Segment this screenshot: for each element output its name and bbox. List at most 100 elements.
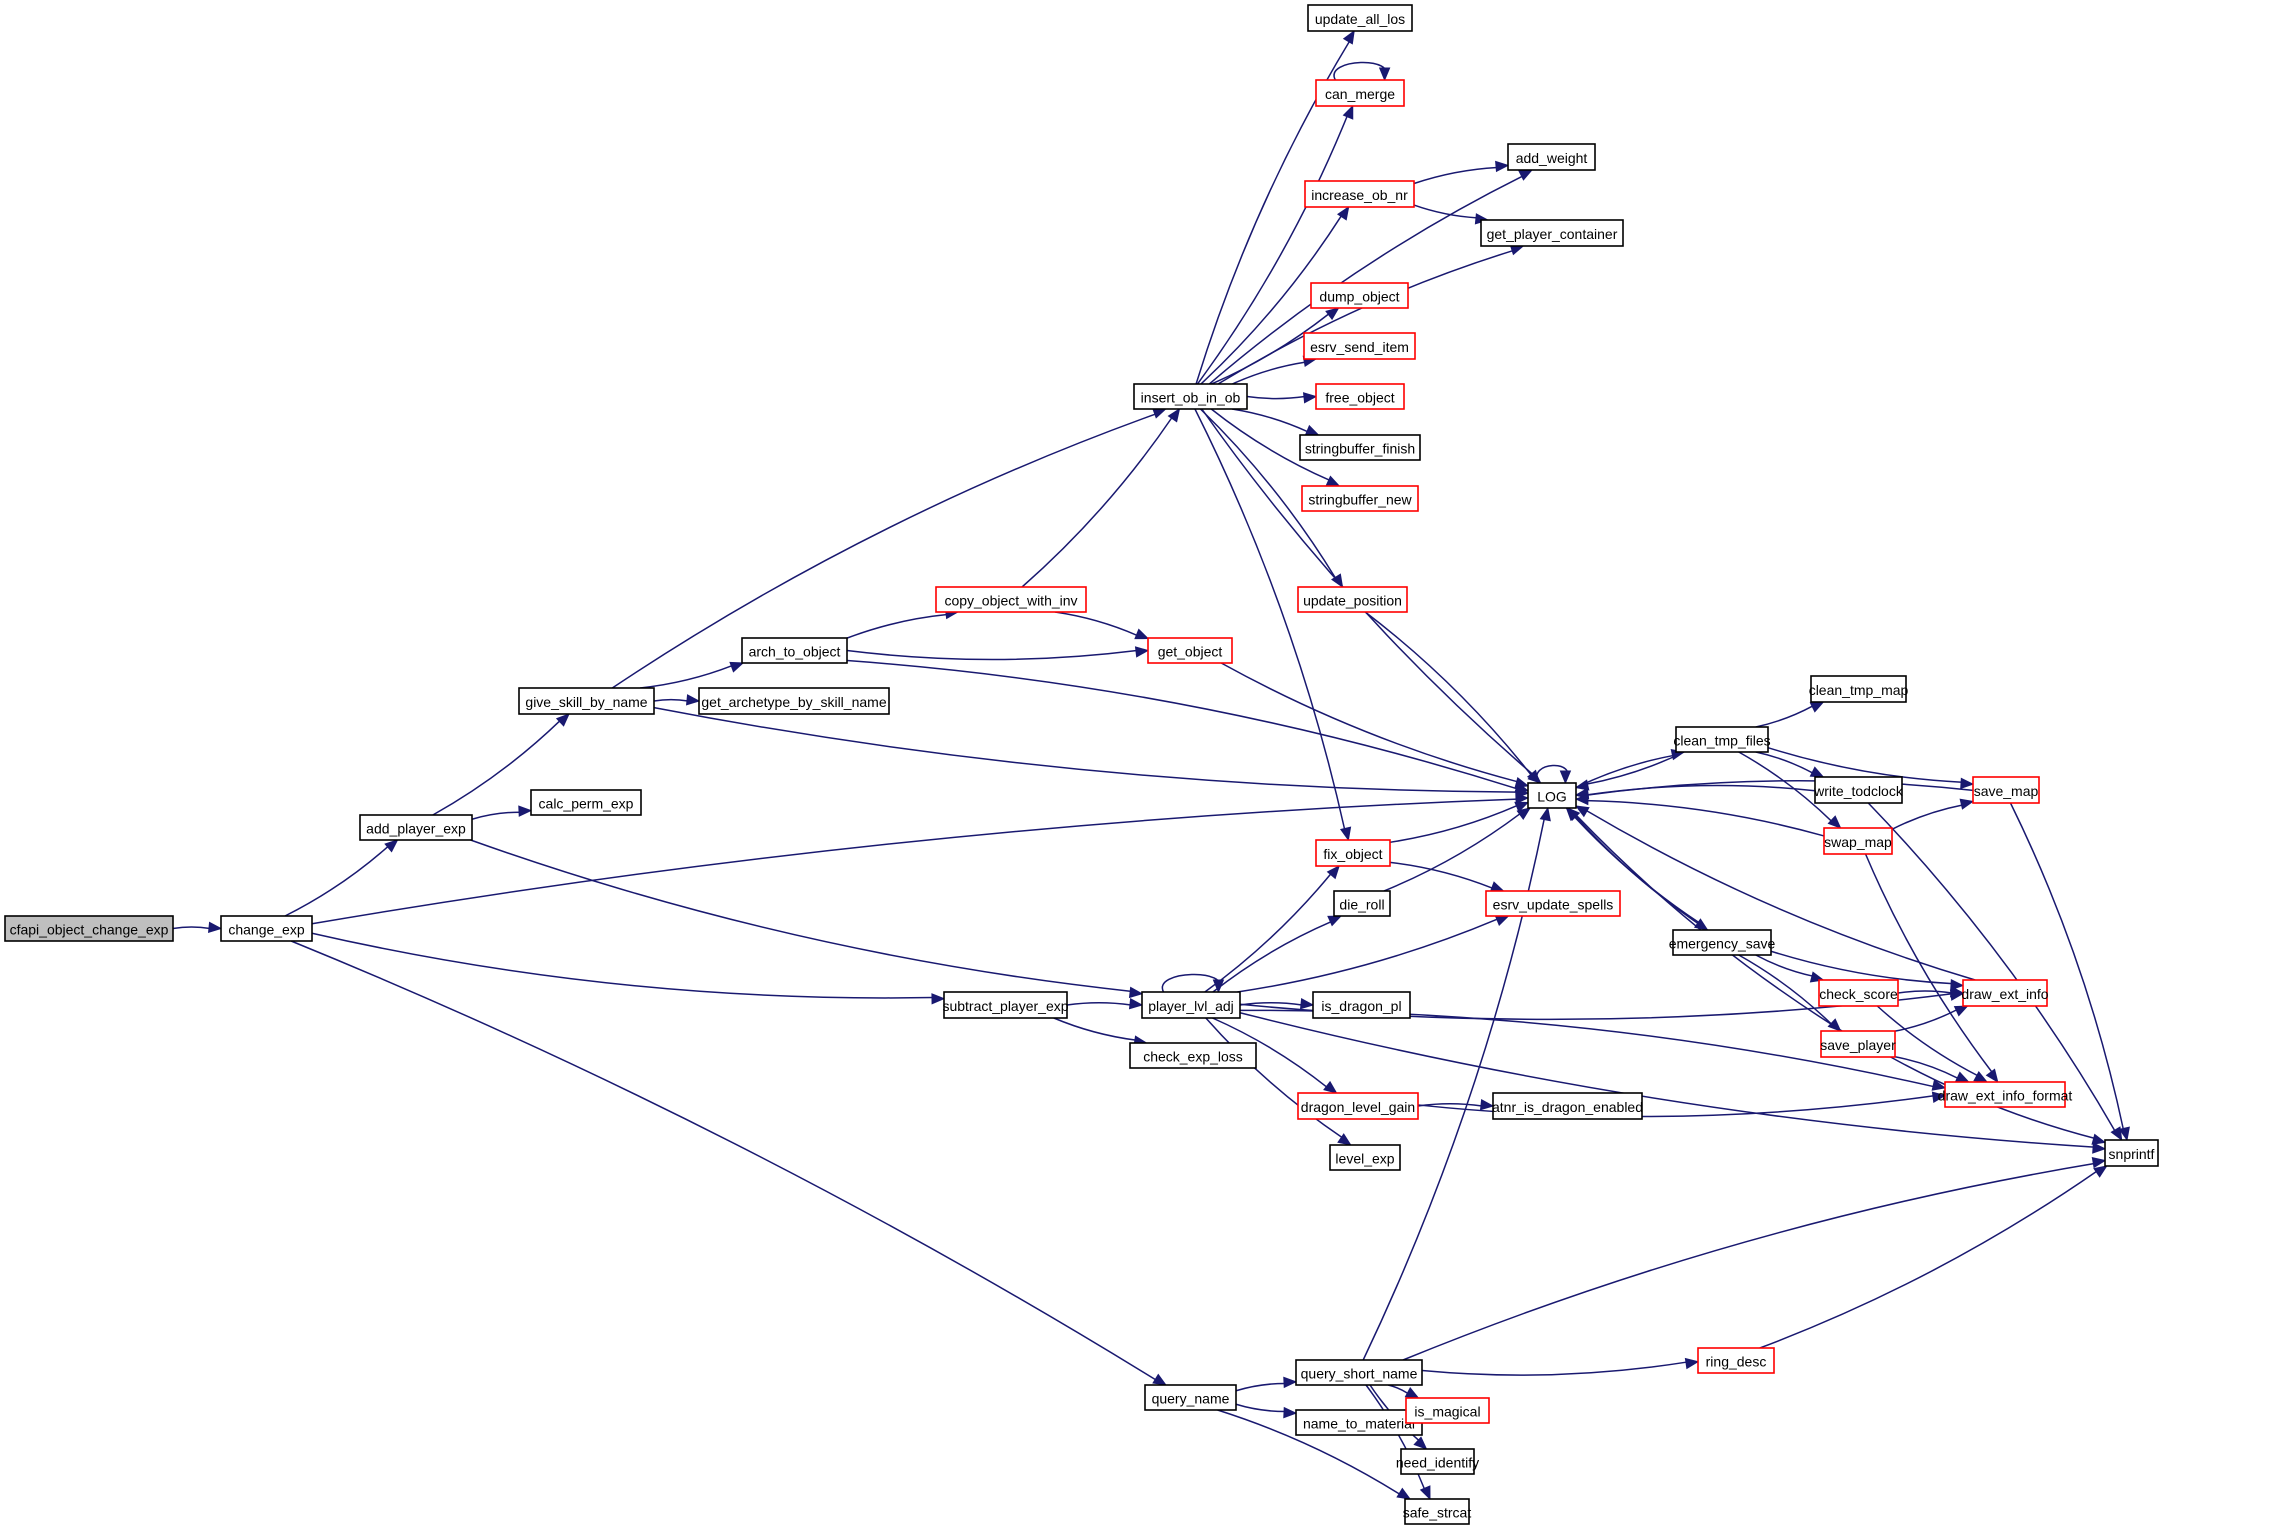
node-get_archetype_by_skill_name[interactable]: get_archetype_by_skill_name — [698, 687, 890, 715]
node-box-esrv_send_item[interactable] — [1303, 332, 1416, 360]
node-box-die_roll[interactable] — [1333, 890, 1391, 917]
node-box-save_map[interactable] — [1972, 776, 2040, 804]
node-box-arch_to_object[interactable] — [741, 637, 848, 664]
node-box-fix_object[interactable] — [1315, 839, 1391, 867]
node-player_lvl_adj[interactable]: player_lvl_adj — [1141, 991, 1241, 1019]
node-copy_object_with_inv[interactable]: copy_object_with_inv — [935, 586, 1087, 613]
node-box-add_player_exp[interactable] — [359, 814, 473, 841]
node-stringbuffer_new[interactable]: stringbuffer_new — [1301, 485, 1419, 512]
node-box-cfapi_object_change_exp[interactable] — [4, 915, 174, 942]
node-box-dump_object[interactable] — [1310, 282, 1409, 309]
node-level_exp[interactable]: level_exp — [1329, 1144, 1401, 1171]
node-box-clean_tmp_files[interactable] — [1675, 726, 1769, 753]
node-snprintf[interactable]: snprintf — [2104, 1139, 2159, 1167]
node-clean_tmp_files[interactable]: clean_tmp_files — [1673, 726, 1771, 753]
node-box-ring_desc[interactable] — [1697, 1347, 1775, 1374]
node-increase_ob_nr[interactable]: increase_ob_nr — [1304, 180, 1415, 208]
node-box-update_all_los[interactable] — [1307, 4, 1413, 32]
node-box-draw_ext_info_format[interactable] — [1944, 1081, 2066, 1108]
node-box-change_exp[interactable] — [220, 915, 313, 942]
node-change_exp[interactable]: change_exp — [220, 915, 313, 942]
node-can_merge[interactable]: can_merge — [1315, 79, 1405, 107]
node-box-atnr_is_dragon_enabled[interactable] — [1492, 1092, 1643, 1120]
node-box-is_magical[interactable] — [1405, 1397, 1490, 1424]
node-box-give_skill_by_name[interactable] — [518, 687, 655, 715]
node-box-name_to_material[interactable] — [1295, 1409, 1423, 1436]
node-box-check_score[interactable] — [1818, 979, 1899, 1007]
node-insert_ob_in_ob[interactable]: insert_ob_in_ob — [1133, 383, 1248, 410]
node-get_object[interactable]: get_object — [1147, 637, 1233, 664]
node-check_score[interactable]: check_score — [1818, 979, 1899, 1007]
node-calc_perm_exp[interactable]: calc_perm_exp — [530, 789, 642, 816]
node-box-get_archetype_by_skill_name[interactable] — [698, 687, 890, 715]
node-box-increase_ob_nr[interactable] — [1304, 180, 1415, 208]
node-box-subtract_player_exp[interactable] — [943, 991, 1068, 1019]
node-box-copy_object_with_inv[interactable] — [935, 586, 1087, 613]
node-add_player_exp[interactable]: add_player_exp — [359, 814, 473, 841]
node-box-need_identify[interactable] — [1400, 1448, 1475, 1475]
node-die_roll[interactable]: die_roll — [1333, 890, 1391, 917]
node-clean_tmp_map[interactable]: clean_tmp_map — [1809, 675, 1909, 703]
node-box-can_merge[interactable] — [1315, 79, 1405, 107]
node-emergency_save[interactable]: emergency_save — [1669, 929, 1776, 956]
node-box-clean_tmp_map[interactable] — [1810, 675, 1907, 703]
node-box-save_player[interactable] — [1820, 1030, 1896, 1058]
node-box-snprintf[interactable] — [2104, 1139, 2159, 1167]
node-cfapi_object_change_exp[interactable]: cfapi_object_change_exp — [4, 915, 174, 942]
node-update_position[interactable]: update_position — [1297, 586, 1408, 613]
node-box-update_position[interactable] — [1297, 586, 1408, 613]
node-box-LOG[interactable] — [1527, 782, 1577, 809]
node-LOG[interactable]: LOG — [1527, 782, 1577, 809]
node-box-add_weight[interactable] — [1507, 143, 1596, 171]
node-give_skill_by_name[interactable]: give_skill_by_name — [518, 687, 655, 715]
node-box-query_name[interactable] — [1144, 1384, 1237, 1411]
node-is_dragon_pl[interactable]: is_dragon_pl — [1312, 991, 1411, 1019]
node-box-stringbuffer_new[interactable] — [1301, 485, 1419, 512]
node-box-query_short_name[interactable] — [1295, 1359, 1423, 1386]
node-box-draw_ext_info[interactable] — [1962, 979, 2048, 1007]
node-arch_to_object[interactable]: arch_to_object — [741, 637, 848, 664]
node-atnr_is_dragon_enabled[interactable]: atnr_is_dragon_enabled — [1492, 1092, 1643, 1120]
node-update_all_los[interactable]: update_all_los — [1307, 4, 1413, 32]
node-query_name[interactable]: query_name — [1144, 1384, 1237, 1411]
node-box-check_exp_loss[interactable] — [1129, 1042, 1257, 1069]
node-esrv_send_item[interactable]: esrv_send_item — [1303, 332, 1416, 360]
node-fix_object[interactable]: fix_object — [1315, 839, 1391, 867]
node-save_player[interactable]: save_player — [1820, 1030, 1896, 1058]
node-safe_strcat[interactable]: safe_strcat — [1403, 1498, 1472, 1525]
node-dragon_level_gain[interactable]: dragon_level_gain — [1297, 1092, 1419, 1120]
node-box-free_object[interactable] — [1315, 383, 1405, 410]
node-write_todclock[interactable]: write_todclock — [1813, 776, 1904, 804]
node-box-safe_strcat[interactable] — [1404, 1498, 1470, 1525]
node-box-player_lvl_adj[interactable] — [1141, 991, 1241, 1019]
node-box-calc_perm_exp[interactable] — [530, 789, 642, 816]
node-is_magical[interactable]: is_magical — [1405, 1397, 1490, 1424]
node-subtract_player_exp[interactable]: subtract_player_exp — [942, 991, 1069, 1019]
node-box-is_dragon_pl[interactable] — [1312, 991, 1411, 1019]
node-box-swap_map[interactable] — [1823, 827, 1893, 855]
node-ring_desc[interactable]: ring_desc — [1697, 1347, 1775, 1374]
node-add_weight[interactable]: add_weight — [1507, 143, 1596, 171]
node-box-write_todclock[interactable] — [1814, 776, 1903, 804]
node-save_map[interactable]: save_map — [1972, 776, 2040, 804]
node-swap_map[interactable]: swap_map — [1823, 827, 1893, 855]
node-check_exp_loss[interactable]: check_exp_loss — [1129, 1042, 1257, 1069]
node-box-level_exp[interactable] — [1329, 1144, 1401, 1171]
node-box-emergency_save[interactable] — [1672, 929, 1772, 956]
node-box-stringbuffer_finish[interactable] — [1299, 434, 1421, 461]
node-stringbuffer_finish[interactable]: stringbuffer_finish — [1299, 434, 1421, 461]
node-name_to_material[interactable]: name_to_material — [1295, 1409, 1423, 1436]
node-draw_ext_info_format[interactable]: draw_ext_info_format — [1938, 1081, 2073, 1108]
node-draw_ext_info[interactable]: draw_ext_info — [1961, 979, 2049, 1007]
node-esrv_update_spells[interactable]: esrv_update_spells — [1485, 890, 1621, 917]
node-box-insert_ob_in_ob[interactable] — [1133, 383, 1248, 410]
node-free_object[interactable]: free_object — [1315, 383, 1405, 410]
node-query_short_name[interactable]: query_short_name — [1295, 1359, 1423, 1386]
node-dump_object[interactable]: dump_object — [1310, 282, 1409, 309]
node-box-get_player_container[interactable] — [1480, 219, 1624, 247]
node-box-dragon_level_gain[interactable] — [1297, 1092, 1419, 1120]
node-box-esrv_update_spells[interactable] — [1485, 890, 1621, 917]
node-need_identify[interactable]: need_identify — [1396, 1448, 1479, 1475]
node-box-get_object[interactable] — [1147, 637, 1233, 664]
node-get_player_container[interactable]: get_player_container — [1480, 219, 1624, 247]
